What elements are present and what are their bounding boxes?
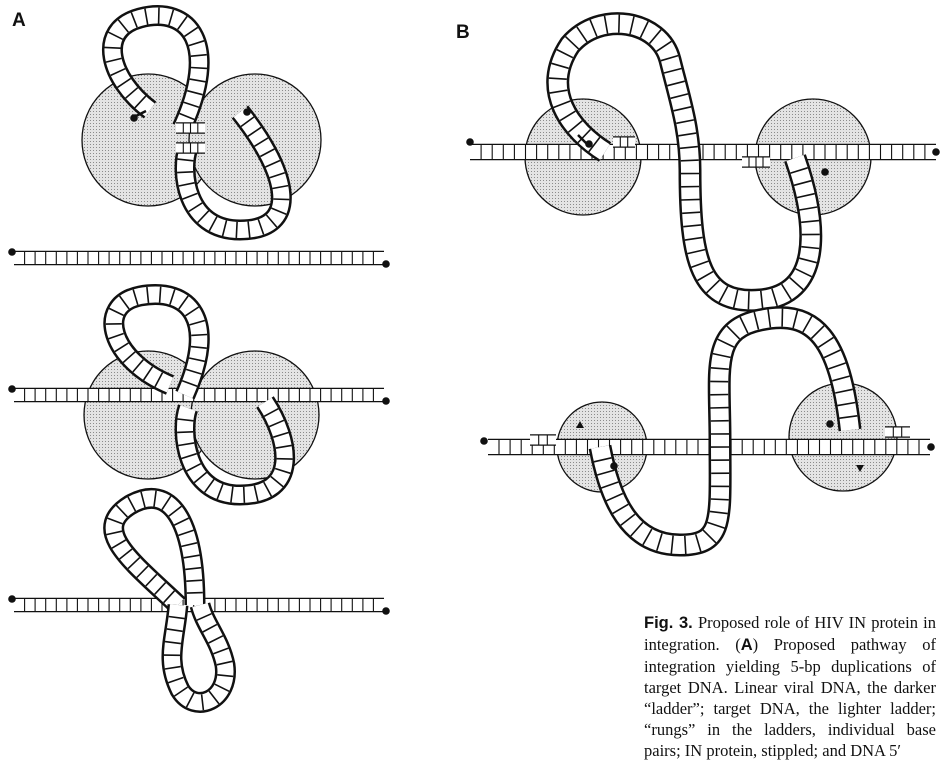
caption-figure-number: Fig. 3.: [644, 614, 693, 632]
dna-end-dot: [480, 437, 488, 445]
dna-end-dot: [8, 385, 16, 393]
viral-dna-a4-top: [106, 491, 202, 605]
ladder-rungs: [481, 145, 925, 159]
dna-end-dot: [466, 138, 474, 146]
dna-end-dot: [382, 607, 390, 615]
target-dna-b1: [470, 145, 936, 159]
dna-end-dot: [826, 420, 834, 428]
viral-dna-a4-bottom: [164, 605, 233, 710]
dna-end-dot: [821, 168, 829, 176]
target-gap-b1-left: [613, 138, 635, 147]
target-gap-b2-right: [885, 428, 910, 437]
viral-dna-gap-stub-bottom: [176, 144, 205, 153]
viral-dna-gap-stub-top: [176, 124, 205, 133]
dna-end-dot: [382, 397, 390, 405]
target-dna-a3: [14, 389, 384, 401]
dna-end-dot: [130, 114, 138, 122]
dna-end-dot: [8, 595, 16, 603]
in-protein-sphere: [191, 351, 319, 479]
dna-end-dot: [243, 108, 251, 116]
dna-end-dot: [927, 443, 935, 451]
dna-end-dot: [585, 140, 593, 148]
target-gap-b1-right: [742, 158, 770, 167]
figure-caption: Fig. 3. Proposed role of HIV IN protein …: [644, 612, 936, 761]
target-gap-b2-left: [530, 436, 556, 445]
dna-end-dot: [610, 462, 618, 470]
caption-panel-ref: A: [741, 636, 753, 654]
target-dna-a2: [14, 252, 384, 264]
dna-end-dot: [932, 148, 940, 156]
dna-end-dot: [382, 260, 390, 268]
ladder-rung: [481, 145, 925, 159]
dna-end-dot: [8, 248, 16, 256]
in-protein-spheres: [82, 74, 897, 492]
